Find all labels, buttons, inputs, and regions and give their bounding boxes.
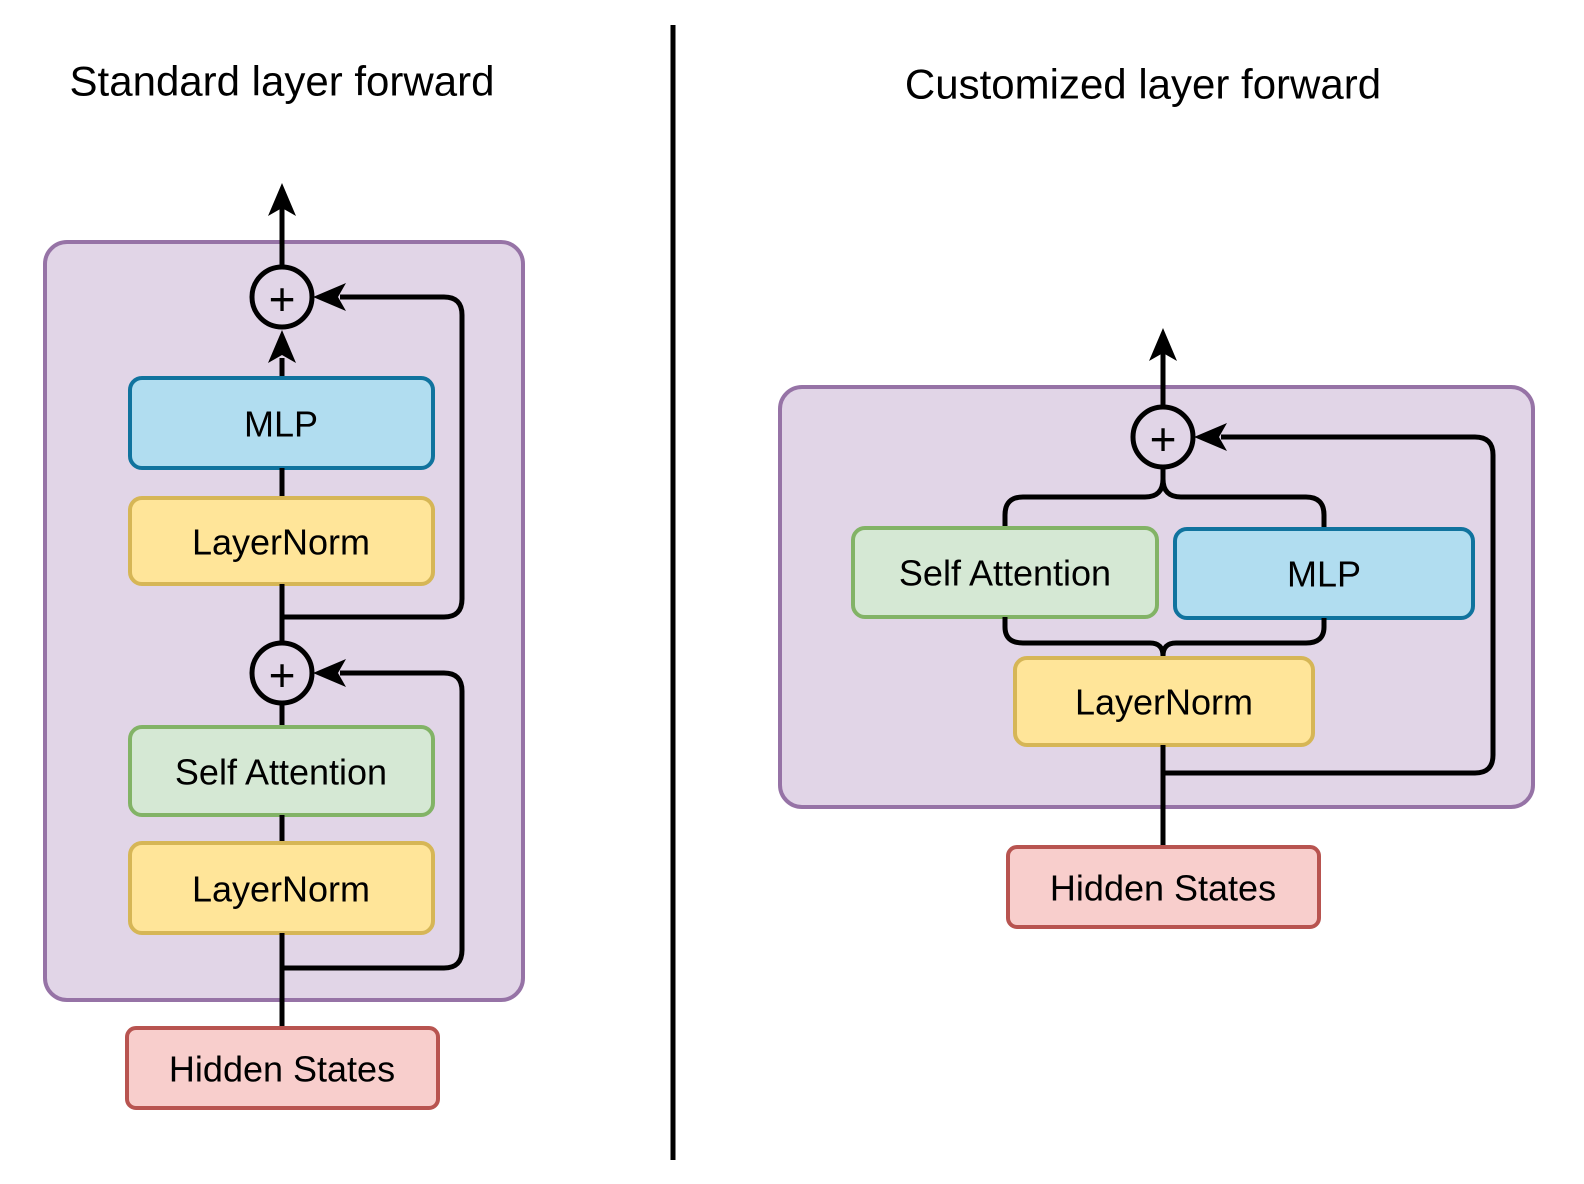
- right-split-branch-right: [1160, 467, 1327, 529]
- right-self-attention-label: Self Attention: [899, 553, 1111, 594]
- left-skip-connection-upper: [282, 294, 465, 620]
- left-add-node-top: [249, 264, 315, 330]
- arrow-left-icon: [1194, 423, 1227, 451]
- right-title: Customized layer forward: [905, 61, 1381, 108]
- left-skip-connection-lower: [282, 670, 465, 971]
- arrow-up-icon: [268, 183, 296, 216]
- left-mlp-label: MLP: [244, 404, 318, 445]
- right-mlp-label: MLP: [1287, 554, 1361, 595]
- arrow-left-icon: [313, 659, 346, 687]
- plus-icon: +: [269, 649, 296, 701]
- left-title: Standard layer forward: [70, 58, 495, 105]
- right-skip-connection: [1163, 434, 1496, 776]
- right-hidden-states-block: [1006, 845, 1321, 929]
- left-self-attention-label: Self Attention: [175, 752, 387, 793]
- plus-icon: +: [269, 273, 296, 325]
- right-diagram: Customized layer forward + Self Attentio…: [778, 61, 1535, 929]
- left-hidden-states-label: Hidden States: [169, 1049, 395, 1090]
- arrow-up-icon: [1149, 328, 1177, 361]
- arrow-left-icon: [313, 283, 346, 311]
- left-hidden-states-block: [125, 1026, 440, 1110]
- arrow-up-icon: [268, 330, 296, 363]
- right-merge-branch-right: [1160, 618, 1327, 659]
- left-layernorm-lower-label: LayerNorm: [192, 869, 370, 910]
- left-diagram: Standard layer forward + MLP LayerNorm +: [43, 58, 525, 1110]
- right-layernorm-label: LayerNorm: [1075, 682, 1253, 723]
- plus-icon: +: [1150, 413, 1177, 465]
- right-hidden-states-label: Hidden States: [1050, 868, 1276, 909]
- left-layernorm-upper-label: LayerNorm: [192, 522, 370, 563]
